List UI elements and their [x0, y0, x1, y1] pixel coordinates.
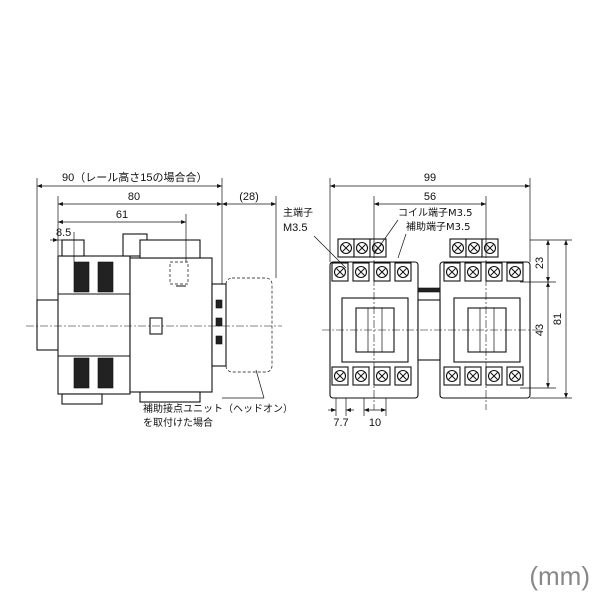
aux-unit-note-line2: を取付けた場合 [143, 416, 213, 429]
screw-slot [511, 372, 519, 380]
bottom-terminals-right [443, 366, 524, 386]
contactor-rear-body [57, 255, 131, 395]
front-view: 99 56 23 43 81 7.7 10 主端子 M3.5 コイル端子M3.5… [283, 172, 572, 429]
screw-slot [469, 268, 477, 276]
side-view: 90（レール高さ15の場合合） 80 61 (28) 8.5 補助接点ユニット（… [26, 170, 293, 429]
screw-slot [336, 268, 344, 276]
screw-slot [448, 372, 456, 380]
contactor-front-body [129, 257, 213, 393]
screw-slot [511, 268, 519, 276]
dim-overall-with-rail: 90（レール高さ15の場合合） [62, 170, 207, 184]
screw-slot [378, 372, 386, 380]
screw-slot [399, 268, 407, 276]
aux-unit-note-line1: 補助接点ユニット（ヘッドオン） [143, 402, 293, 415]
label-aux-terminal: 補助端子M3.5 [406, 220, 471, 233]
dim-top-to-coil: 23 [534, 257, 546, 269]
dim-edge: 7.7 [333, 417, 348, 429]
screw-slot [358, 244, 366, 252]
label-main-terminal: 主端子 [283, 206, 313, 219]
label-main-terminal-screw: M3.5 [283, 222, 307, 234]
dim-front-width: 99 [424, 172, 436, 184]
screw-slot [490, 372, 498, 380]
dim-mount: 61 [116, 209, 128, 221]
screw-slot [378, 268, 386, 276]
screw-slot [486, 244, 494, 252]
screw-slot [448, 268, 456, 276]
screw-slot [490, 268, 498, 276]
label-coil-terminal: コイル端子M3.5 [398, 206, 473, 219]
dim-front-height: 81 [552, 313, 564, 325]
dim-terminal-pitch: 56 [424, 191, 436, 203]
screw-slot [357, 372, 365, 380]
dim-pitch: 10 [369, 417, 381, 429]
screw-slot [357, 268, 365, 276]
dim-body-depth: 80 [128, 191, 140, 203]
screw-slot [454, 244, 462, 252]
unit-label: (mm) [529, 561, 590, 591]
screw-slot [342, 244, 350, 252]
dim-coil-height: 43 [534, 324, 546, 336]
screw-slot [336, 372, 344, 380]
screw-slot [469, 372, 477, 380]
dim-aux-unit: (28) [239, 191, 259, 203]
bottom-terminals-left [331, 366, 412, 386]
screw-slot [470, 244, 478, 252]
aux-unit-outline [225, 277, 273, 373]
dim-rail: 8.5 [56, 227, 71, 239]
screw-slot [399, 372, 407, 380]
